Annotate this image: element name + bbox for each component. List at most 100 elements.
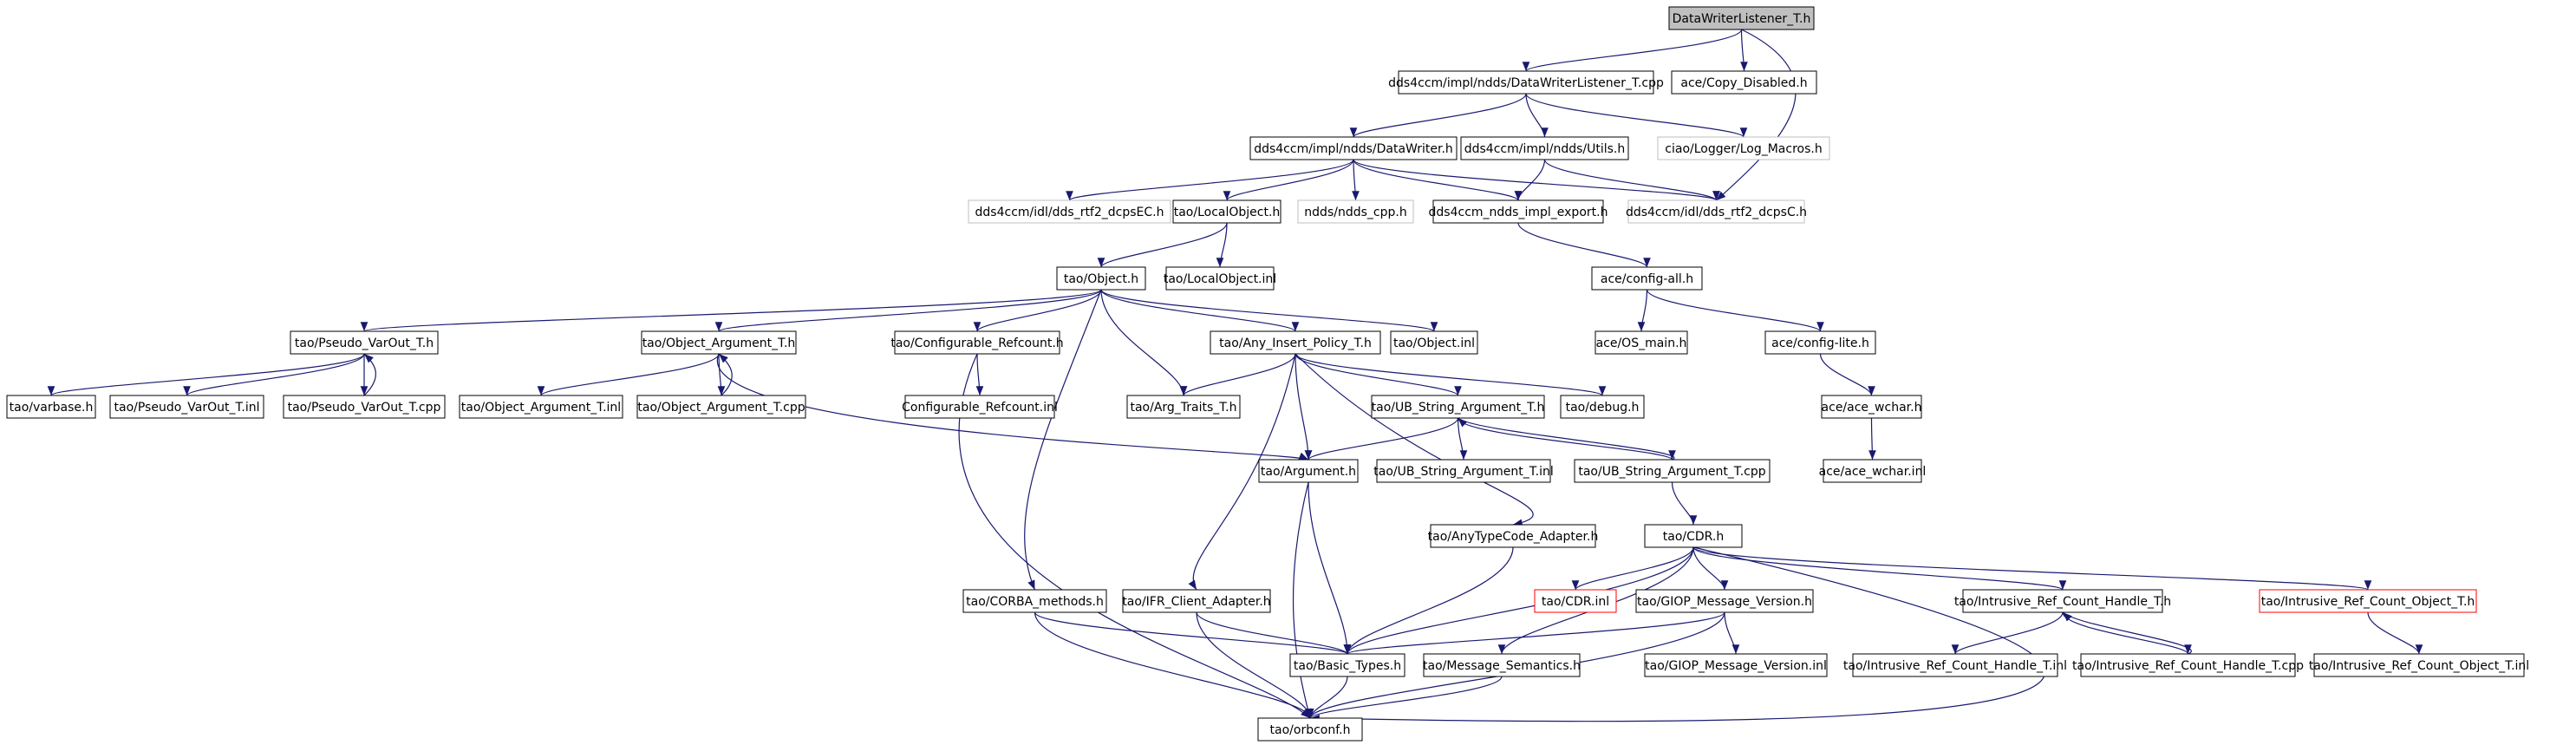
- edge-n15-n24: [537, 353, 720, 396]
- node-label: ndds/ndds_cpp.h: [1304, 206, 1406, 219]
- graph-node[interactable]: Configurable_Refcount.inl: [902, 395, 1058, 419]
- edge-n15-n25: [717, 353, 726, 396]
- node-label: dds4ccm/impl/ndds/DataWriter.h: [1254, 142, 1453, 156]
- node-label: tao/orbconf.h: [1270, 723, 1351, 737]
- edge-n11-n37: [1024, 289, 1102, 591]
- node-box: [1210, 330, 1381, 355]
- graph-node[interactable]: ace/ace_wchar.inl: [1819, 459, 1927, 483]
- graph-node[interactable]: tao/Message_Semantics.h: [1423, 653, 1581, 677]
- graph-node[interactable]: tao/orbconf.h: [1257, 717, 1363, 742]
- graph-node[interactable]: tao/Intrusive_Ref_Count_Handle_T.inl: [1843, 653, 2067, 677]
- graph-node[interactable]: tao/Basic_Types.h: [1289, 653, 1405, 677]
- node-label: dds4ccm_ndds_impl_export.h: [1429, 206, 1608, 219]
- graph-node[interactable]: dds4ccm/impl/ndds/DataWriter.h: [1249, 136, 1458, 160]
- node-label: tao/Object_Argument_T.cpp: [637, 401, 805, 415]
- graph-node[interactable]: tao/CDR.inl: [1534, 589, 1617, 613]
- graph-node[interactable]: tao/debug.h: [1560, 395, 1645, 419]
- graph-node[interactable]: ndds/ndds_cpp.h: [1297, 199, 1414, 224]
- node-label: tao/Object.h: [1064, 272, 1138, 286]
- node-label: tao/Message_Semantics.h: [1423, 659, 1581, 673]
- graph-node[interactable]: tao/CORBA_methods.h: [962, 589, 1107, 613]
- edge-n31-n49: [1292, 481, 1312, 719]
- edge-n17-n38: [1188, 353, 1296, 591]
- graph-node[interactable]: tao/UB_String_Argument_T.h: [1371, 395, 1545, 419]
- edge-n20-n30: [1819, 353, 1875, 396]
- graph-node[interactable]: ace/config-all.h: [1591, 266, 1703, 291]
- node-label: dds4ccm/impl/ndds/Utils.h: [1464, 142, 1626, 156]
- node-label: tao/Object_Argument_T.h: [642, 337, 796, 350]
- graph-node[interactable]: tao/Object.h: [1056, 266, 1146, 291]
- edge-n17-n28: [1295, 353, 1462, 396]
- node-box: [1962, 589, 2163, 613]
- graph-node[interactable]: tao/Arg_Traits_T.h: [1126, 395, 1241, 419]
- graph-node[interactable]: tao/GIOP_Message_Version.inl: [1644, 653, 1828, 677]
- graph-node[interactable]: tao/Intrusive_Ref_Count_Object_T.inl: [2309, 653, 2529, 677]
- node-label: tao/Basic_Types.h: [1294, 659, 1401, 673]
- graph-node[interactable]: tao/LocalObject.inl: [1164, 266, 1276, 291]
- node-label: tao/Intrusive_Ref_Count_Object_T.inl: [2309, 659, 2529, 673]
- graph-node[interactable]: tao/LocalObject.h: [1172, 199, 1281, 224]
- graph-node[interactable]: tao/Object_Argument_T.h: [641, 330, 797, 355]
- node-label: DataWriterListener_T.h: [1673, 12, 1811, 26]
- graph-node[interactable]: tao/Object_Argument_T.inl: [459, 395, 623, 419]
- graph-node[interactable]: tao/Pseudo_VarOut_T.h: [290, 330, 439, 355]
- graph-node[interactable]: ace/config-lite.h: [1764, 330, 1876, 355]
- node-label: ace/config-all.h: [1601, 272, 1693, 286]
- edge-n47-n41: [2062, 611, 2192, 655]
- node-label: tao/CORBA_methods.h: [966, 595, 1104, 609]
- node-box: [968, 199, 1171, 224]
- node-label: tao/LocalObject.inl: [1164, 272, 1276, 286]
- node-box: [1432, 199, 1604, 224]
- edge-n38-n49: [1196, 611, 1314, 719]
- graph-node[interactable]: dds4ccm/idl/dds_rtf2_dcpsC.h: [1626, 199, 1807, 224]
- graph-node[interactable]: tao/UB_String_Argument_T.inl: [1373, 459, 1554, 483]
- graph-node[interactable]: tao/Configurable_Refcount.h: [890, 330, 1064, 355]
- graph-node[interactable]: tao/UB_String_Argument_T.cpp: [1574, 459, 1771, 483]
- node-label: tao/Intrusive_Ref_Count_Handle_T.h: [1954, 595, 2171, 609]
- graph-node[interactable]: tao/varbase.h: [6, 395, 96, 419]
- graph-node[interactable]: tao/IFR_Client_Adapter.h: [1122, 589, 1271, 613]
- graph-node[interactable]: tao/Object_Argument_T.cpp: [636, 395, 806, 419]
- graph-node[interactable]: ciao/Logger/Log_Macros.h: [1657, 136, 1830, 160]
- edge-n36-n39: [1571, 546, 1694, 591]
- edge-n41-n47: [2062, 611, 2192, 655]
- graph-node[interactable]: tao/Argument.h: [1258, 459, 1359, 483]
- edge-n17-n35: [1295, 353, 1534, 526]
- graph-node[interactable]: tao/CDR.h: [1644, 524, 1743, 548]
- node-box: [1595, 330, 1688, 355]
- graph-node[interactable]: tao/Intrusive_Ref_Count_Handle_T.cpp: [2072, 653, 2304, 677]
- graph-node[interactable]: dds4ccm/impl/ndds/Utils.h: [1460, 136, 1629, 160]
- node-label: tao/Configurable_Refcount.h: [890, 337, 1063, 350]
- node-label: tao/varbase.h: [10, 401, 94, 415]
- graph-node[interactable]: tao/Intrusive_Ref_Count_Object_T.h: [2259, 589, 2477, 613]
- node-box: [1534, 589, 1617, 613]
- graph-node[interactable]: ace/ace_wchar.h: [1821, 395, 1922, 419]
- edge-n36-n49: [1309, 546, 2046, 722]
- edge-n3-n6: [1066, 159, 1354, 201]
- graph-node[interactable]: tao/Object.inl: [1390, 330, 1478, 355]
- graph-node[interactable]: dds4ccm/impl/ndds/DataWriterListener_T.c…: [1388, 70, 1664, 95]
- graph-node[interactable]: tao/Pseudo_VarOut_T.inl: [109, 395, 264, 419]
- graph-node[interactable]: tao/Pseudo_VarOut_T.cpp: [283, 395, 446, 419]
- node-box: [1671, 70, 1817, 95]
- edge-n28-n31: [1304, 417, 1459, 461]
- node-box: [1627, 199, 1805, 224]
- graph-node[interactable]: ace/OS_main.h: [1595, 330, 1688, 355]
- node-box: [109, 395, 264, 419]
- node-box: [1297, 199, 1414, 224]
- edge-n11-n17: [1100, 289, 1300, 332]
- nodes-layer: DataWriterListener_T.h dds4ccm/impl/ndds/…: [6, 6, 2529, 742]
- node-label: tao/Any_Insert_Policy_T.h: [1219, 337, 1372, 350]
- node-box: [1289, 653, 1405, 677]
- graph-node[interactable]: tao/AnyTypeCode_Adapter.h: [1428, 524, 1599, 548]
- node-label: tao/CDR.inl: [1542, 595, 1609, 609]
- graph-node[interactable]: tao/Intrusive_Ref_Count_Handle_T.h: [1954, 589, 2171, 613]
- edge-n25-n15: [718, 353, 733, 396]
- graph-node[interactable]: DataWriterListener_T.h: [1668, 6, 1815, 30]
- graph-node[interactable]: dds4ccm_ndds_impl_export.h: [1429, 199, 1608, 224]
- graph-node[interactable]: tao/Any_Insert_Policy_T.h: [1210, 330, 1381, 355]
- graph-node[interactable]: ace/Copy_Disabled.h: [1671, 70, 1817, 95]
- graph-node[interactable]: tao/GIOP_Message_Version.h: [1635, 589, 1814, 613]
- graph-node[interactable]: dds4ccm/idl/dds_rtf2_dcpsEC.h: [968, 199, 1171, 224]
- edge-n0-n2: [1740, 29, 1748, 72]
